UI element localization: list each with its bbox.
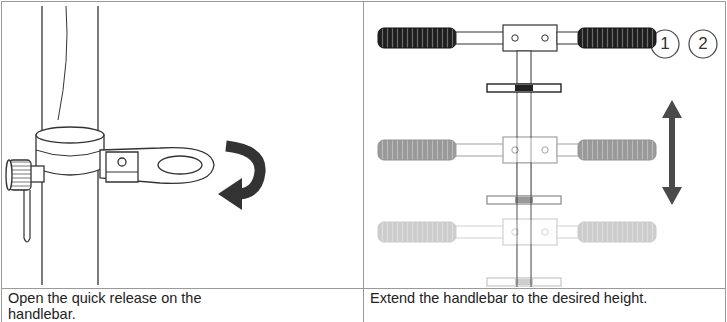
rotate-arrow <box>218 146 260 210</box>
handlebar-low <box>378 219 656 286</box>
rotate-arrow <box>218 178 242 210</box>
clamp-collar <box>36 150 104 156</box>
quick-release-lever <box>118 158 126 166</box>
table-rule <box>2 288 726 289</box>
clamp-collar <box>36 127 104 175</box>
table-rule <box>1 2 2 322</box>
quick-release-lever <box>100 148 214 184</box>
callout-number: 1 <box>654 34 676 54</box>
adjuster-knob <box>30 166 44 182</box>
step-caption: Open the quick release on the handlebar. <box>8 291 270 322</box>
adjuster-knob <box>6 160 12 190</box>
handlebar-mid <box>378 137 656 204</box>
quick-release-lever <box>100 148 214 184</box>
clamp-collar <box>36 127 104 143</box>
seat-tube <box>58 6 67 120</box>
height-arrow <box>662 100 682 205</box>
quick-release-lever <box>106 172 138 173</box>
callout-circle <box>651 30 717 58</box>
safety-pin <box>24 190 30 242</box>
callout-circle <box>689 30 717 58</box>
table-rule <box>363 2 364 322</box>
height-arrow <box>662 100 682 205</box>
safety-pin <box>24 190 30 242</box>
handlebar <box>378 25 656 92</box>
adjuster-knob <box>6 160 44 190</box>
step-caption: Extend the handlebar to the desired heig… <box>370 291 670 307</box>
quick-release-lever <box>158 156 202 174</box>
quick-release-lever <box>106 152 138 182</box>
table-rule <box>725 2 726 322</box>
callout-number: 2 <box>692 34 714 54</box>
